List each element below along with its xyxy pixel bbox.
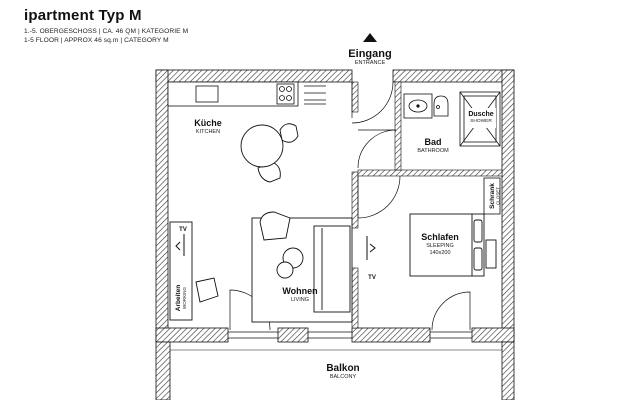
kitchen-counter [167, 81, 299, 107]
sleeping-label: Schlafen [421, 232, 459, 242]
bedroom-door [357, 175, 401, 219]
bath-door [357, 129, 397, 169]
armchair-and-table [259, 211, 304, 279]
tv-right-label: TV [368, 275, 376, 281]
plan-subtitle-de: 1.-5. OBERGESCHOSS | CA. 46 QM | KATEGOR… [24, 28, 189, 35]
bed-size-label: 140x200 [429, 250, 450, 256]
entrance-sublabel: ENTRANCE [355, 60, 386, 66]
working-sublabel: WORKING [182, 287, 187, 309]
living-label: Wohnen [282, 286, 317, 296]
desk [169, 221, 219, 321]
sleeping-sublabel: SLEEPING [426, 243, 454, 249]
bath-sublabel: BATHROOM [417, 148, 449, 154]
balcony-label: Balkon [326, 363, 359, 374]
tv-right-icon [366, 236, 376, 260]
kitchen-sublabel: KITCHEN [196, 129, 220, 135]
shower-sublabel: SHOWER [470, 118, 492, 124]
kitchen-shelves [304, 85, 326, 105]
dining-table [240, 123, 299, 183]
balcony-sublabel: BALCONY [330, 374, 357, 380]
tv-left-label: TV [179, 227, 187, 233]
entrance-arrow-icon [363, 33, 377, 42]
kitchen-label: Küche [194, 118, 222, 128]
interior-walls [351, 81, 503, 329]
entrance-label: Eingang [348, 48, 391, 60]
living-sublabel: LIVING [291, 297, 309, 303]
tv-left-icon [175, 234, 185, 256]
bed [409, 213, 497, 277]
closet-sublabel: CLOSET [496, 187, 501, 205]
shower-label: Dusche [468, 111, 493, 118]
entrance-door [351, 81, 394, 124]
balcony [155, 341, 515, 400]
balcony-windows [228, 331, 472, 339]
closet [483, 177, 501, 215]
closet-label: Schrank [489, 183, 496, 209]
plan-title: ipartment Typ M [24, 7, 142, 24]
bath-label: Bad [424, 137, 441, 147]
plan-subtitle-en: 1-5 FLOOR | APPROX 46 sq.m | CATEGORY M [24, 37, 169, 44]
working-label: Arbeiten [175, 285, 182, 311]
